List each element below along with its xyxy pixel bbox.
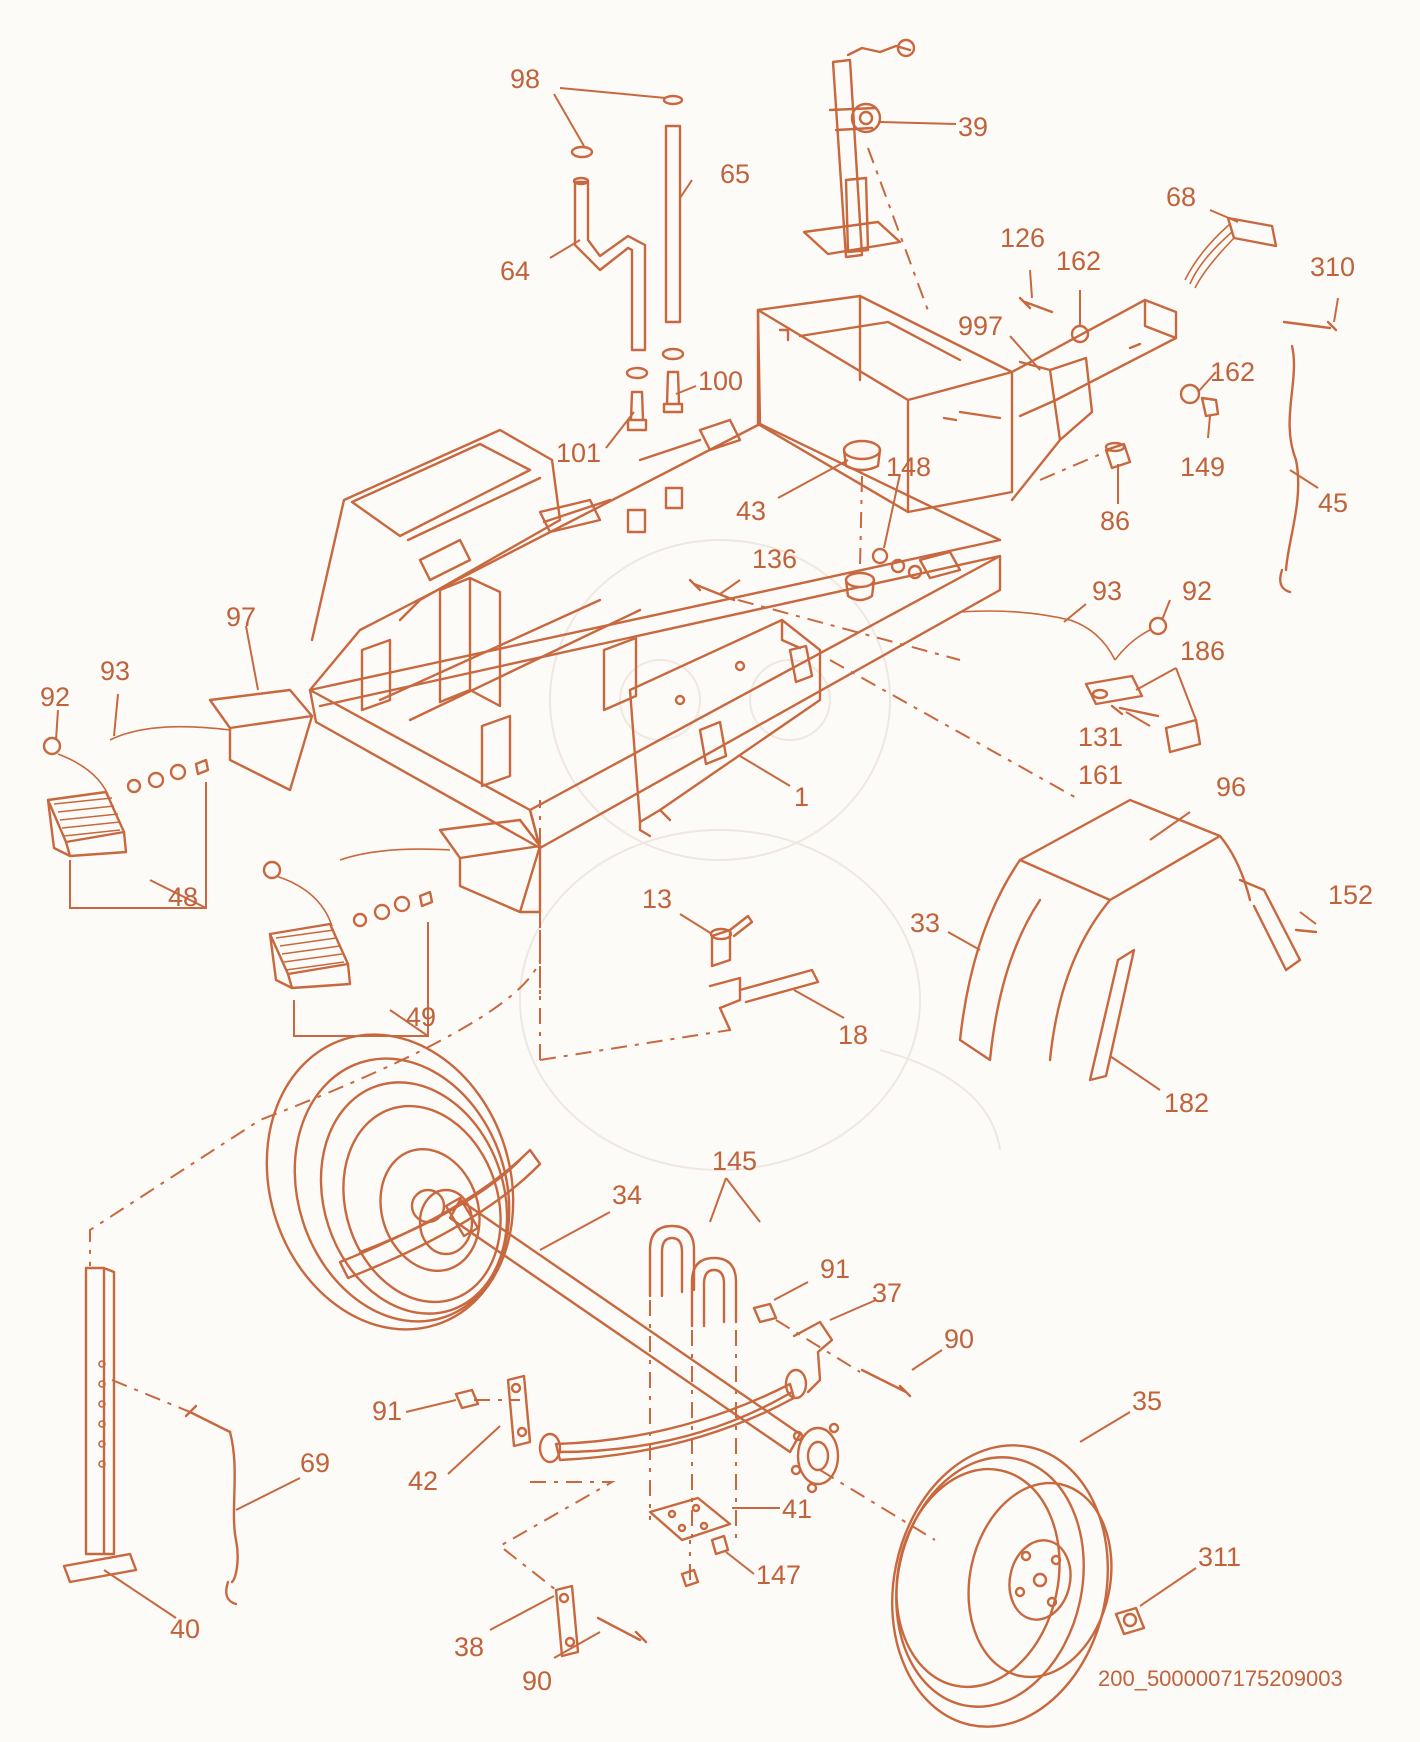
callout-48: 48 [168,882,198,912]
nut-91-lower-part [454,1388,480,1410]
drawing-code: 200_5000007175209003 [1098,1666,1343,1691]
right-wheel-part [890,1444,1113,1728]
bolt-90-lower-part [596,1616,648,1644]
callout-41: 41 [782,1494,812,1524]
plug-86-part [1104,441,1132,470]
bolt-136-part [688,578,736,602]
shackle-38-part [554,1584,580,1658]
jack-40-part [62,1266,138,1584]
callout-90-upper: 90 [944,1324,974,1354]
tail-light-48-part [42,725,231,858]
callout-18: 18 [838,1020,868,1050]
engine-shroud-part [310,428,562,642]
callout-labels: 98 65 39 68 64 126 162 310 997 162 100 1… [40,64,1373,1696]
callout-69: 69 [300,1448,330,1478]
callout-91-upper: 91 [820,1254,850,1284]
nuts-147-part [680,1534,730,1588]
pin-chain-69-part [184,1404,239,1606]
shackle-42-part [506,1374,532,1448]
axle-34-part [444,1196,840,1494]
leaf-spring-right-part [538,1368,808,1464]
u-bolts-145-part [648,1224,738,1328]
callout-100: 100 [698,366,743,396]
callout-997: 997 [958,311,1003,341]
callout-90-lower: 90 [522,1666,552,1696]
spring-plate-41-part [648,1496,732,1542]
callout-93-left: 93 [100,656,130,686]
callout-136: 136 [752,544,797,574]
crank-handle-64-part [570,145,649,534]
callout-33: 33 [910,908,940,938]
bolt-90-upper-part [860,1368,912,1398]
callout-43: 43 [736,496,766,526]
callout-148: 148 [886,452,931,482]
leader-lines [55,87,1339,1659]
hitch-mount-plate-part [628,618,822,838]
callout-182: 182 [1164,1088,1209,1118]
callout-92-left: 92 [40,682,70,712]
callout-93-right: 93 [1092,576,1122,606]
fender-33-part [958,798,1318,1062]
watermark-mascot [519,539,1001,1171]
callout-97: 97 [226,602,256,632]
fender-strut-182-part [1088,948,1136,1082]
callout-37: 37 [872,1278,902,1308]
callout-186: 186 [1180,636,1225,666]
callout-152: 152 [1328,880,1373,910]
lug-nut-311-part [1114,1606,1146,1636]
hitch-pin-18-part [708,968,820,1032]
callout-68: 68 [1166,182,1196,212]
spring-hanger-37-part [792,1320,834,1394]
callout-65: 65 [720,159,750,189]
safety-chain-45-part [1279,344,1300,594]
callout-34: 34 [612,1180,642,1210]
callout-49: 49 [406,1002,436,1032]
jack-stand-part [802,38,916,259]
callout-13: 13 [642,884,672,914]
main-frame-part [308,418,1002,850]
callout-86: 86 [1100,506,1130,536]
fill-cap-part [842,439,882,602]
callout-145: 145 [712,1146,757,1176]
callout-161: 161 [1078,760,1123,790]
washer-nut-162-149-part [1179,383,1220,418]
callout-98: 98 [510,64,540,94]
callout-147: 147 [756,1560,801,1590]
bolt-310-part [1282,320,1338,332]
callout-101: 101 [556,438,601,468]
callout-39: 39 [958,112,988,142]
callout-40: 40 [170,1614,200,1644]
callout-96: 96 [1216,772,1246,802]
callout-64: 64 [500,256,530,286]
callout-42: 42 [408,1466,438,1496]
callout-149: 149 [1180,452,1225,482]
callout-92-right: 92 [1182,576,1212,606]
callout-162-upper: 162 [1056,246,1101,276]
callout-126: 126 [1000,223,1045,253]
hitch-pin-13-part [709,914,754,968]
callout-45: 45 [1318,488,1348,518]
callout-35: 35 [1132,1386,1162,1416]
tail-light-49-part [262,848,451,990]
tongue-drawbar-part [1010,298,1178,502]
crank-handle-65-part [661,94,685,510]
left-wheel-part [265,1033,515,1331]
wiring-connector-part [1184,216,1278,289]
washer-stack-148-part [871,547,923,580]
callout-131: 131 [1078,722,1123,752]
callout-38: 38 [454,1632,484,1662]
callout-1: 1 [794,782,809,812]
marker-light-right-part [959,610,1202,754]
callout-310: 310 [1310,252,1355,282]
callout-91-lower: 91 [372,1396,402,1426]
assembly-dash-lines [89,147,1111,1591]
nut-91-upper-part [752,1302,778,1324]
callout-311: 311 [1198,1542,1241,1572]
callout-162-lower: 162 [1210,357,1255,387]
